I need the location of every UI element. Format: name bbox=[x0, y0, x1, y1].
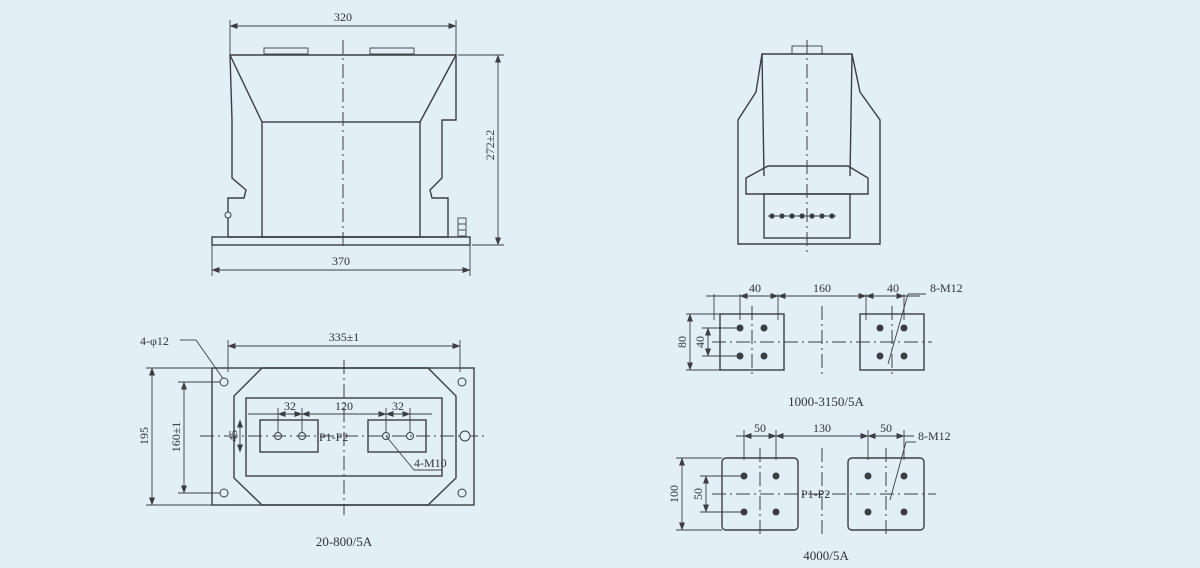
secondary-terminal-box bbox=[457, 217, 467, 237]
top-terminal-left bbox=[263, 47, 309, 55]
t1000-height-inner-label: 40 bbox=[693, 336, 707, 348]
base-plate bbox=[211, 236, 471, 246]
top-terminal-right bbox=[369, 47, 415, 55]
t4000-thread-label: 8-M12 bbox=[918, 429, 951, 443]
terminal-detail-4000: 50 130 50 8-M12 P1-P2 100 50 4000/5A bbox=[667, 421, 951, 563]
side-view bbox=[737, 40, 881, 256]
front-view: 320 370 272±2 bbox=[211, 10, 504, 276]
plan-view: 335±1 4-φ12 P1-P2 bbox=[137, 330, 486, 549]
t4000-height-outer-label: 100 bbox=[667, 485, 681, 503]
t1000-mid-label: 160 bbox=[813, 281, 831, 295]
t4000-mid-label: 130 bbox=[813, 421, 831, 435]
terminal-label: P1-P2 bbox=[319, 430, 348, 444]
core-window bbox=[261, 121, 421, 238]
mounting-hole-icon bbox=[219, 377, 229, 387]
t4000-left-label: 50 bbox=[754, 421, 766, 435]
span-a-label: 32 bbox=[284, 399, 296, 413]
plan-caption: 20-800/5A bbox=[316, 534, 373, 549]
t4000-terminal-label: P1-P2 bbox=[801, 487, 830, 501]
t1000-thread-label: 8-M12 bbox=[930, 281, 963, 295]
mounting-hole-icon bbox=[219, 488, 229, 498]
plan-height-inner-label: 160±1 bbox=[169, 422, 183, 453]
mounting-hole-icon bbox=[457, 488, 467, 498]
plan-length-label: 335±1 bbox=[329, 330, 360, 344]
t1000-left-label: 40 bbox=[749, 281, 761, 295]
earth-bolt-icon bbox=[224, 211, 232, 219]
t4000-right-label: 50 bbox=[880, 421, 892, 435]
span-b-label: 120 bbox=[335, 399, 353, 413]
base-width-label: 370 bbox=[332, 254, 350, 268]
terminal-detail-1000: 40 160 40 8-M12 80 40 1000-3150/5A bbox=[675, 281, 963, 409]
body-footprint bbox=[233, 367, 457, 506]
side-body-outline bbox=[737, 53, 881, 245]
t1000-caption: 1000-3150/5A bbox=[788, 394, 864, 409]
secondary-terminals bbox=[768, 213, 836, 219]
earth-terminal-icon bbox=[459, 430, 471, 442]
thread-spec-label: 4-M10 bbox=[414, 456, 447, 470]
t4000-height-inner-label: 50 bbox=[691, 488, 705, 500]
t4000-caption: 4000/5A bbox=[803, 548, 849, 563]
mounting-hole-icon bbox=[457, 377, 467, 387]
hole-spec-label: 4-φ12 bbox=[140, 334, 169, 348]
top-width-label: 320 bbox=[334, 10, 352, 24]
t1000-height-outer-label: 80 bbox=[675, 336, 689, 348]
t1000-right-label: 40 bbox=[887, 281, 899, 295]
span-c-label: 32 bbox=[392, 399, 404, 413]
side-flange bbox=[745, 165, 869, 195]
height-label: 272±2 bbox=[483, 130, 497, 161]
transformer-body-outline bbox=[227, 54, 457, 238]
small-dim-label: 45 bbox=[226, 430, 240, 442]
plan-height-outer-label: 195 bbox=[137, 427, 151, 445]
